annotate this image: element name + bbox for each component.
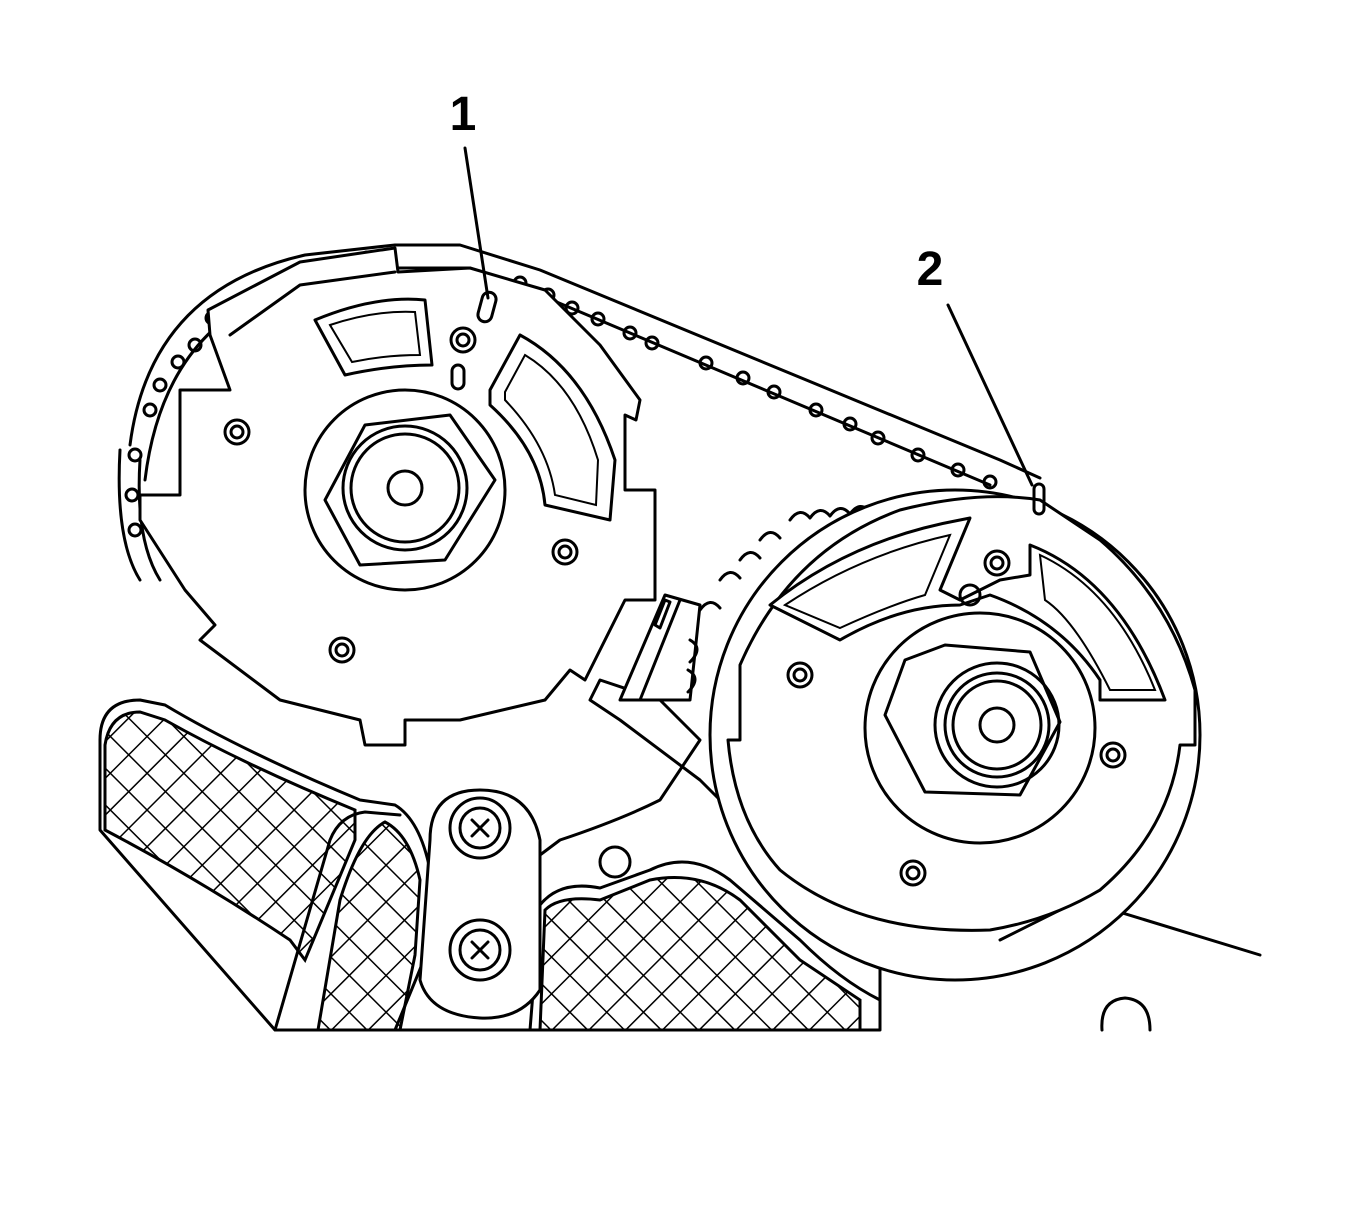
chain-roller: [870, 430, 886, 446]
right-sprocket-hex-nut: [883, 643, 1062, 797]
right-sprocket-center-bore: [978, 706, 1016, 744]
engine-block-housing: [98, 678, 1262, 1032]
chain-roller: [170, 354, 186, 370]
right-bolt-hole: [1099, 741, 1127, 769]
callout-1-leader: [463, 146, 490, 300]
chain-roller: [152, 377, 168, 393]
chain-roller: [910, 447, 926, 463]
chain-roller: [127, 522, 143, 538]
chain-roller: [124, 487, 140, 503]
right-sprocket-window: [768, 516, 1167, 702]
right-camshaft-sprocket: [708, 482, 1202, 982]
left-sprocket-center-bore: [386, 469, 424, 507]
bolt-lower: [448, 918, 512, 982]
chain-guide: [618, 593, 702, 702]
right-bolt-hole: [983, 549, 1011, 577]
bolt-upper: [448, 796, 512, 860]
left-sprocket-bolt-holes: [223, 326, 579, 664]
right-sprocket-bolt-holes: [786, 549, 1127, 887]
hatched-region-center: [316, 820, 422, 1032]
left-bolt-hole: [551, 538, 579, 566]
chain-roller: [698, 355, 714, 371]
left-sprocket-hub-ring: [303, 388, 507, 592]
right-bolt-hole: [899, 859, 927, 887]
timing-mark-2: [1032, 482, 1046, 516]
callout-1-label: 1: [450, 88, 477, 141]
chain-roller: [127, 447, 143, 463]
chain-roller: [622, 325, 638, 341]
right-sprocket-teeth: [686, 505, 872, 694]
chain-roller: [590, 311, 606, 327]
chain-roller: [766, 384, 782, 400]
dowel-pin: [598, 845, 632, 879]
chain-roller: [644, 335, 660, 351]
chain-roller: [808, 402, 824, 418]
callout-1: 1: [450, 88, 490, 300]
left-bolt-hole: [449, 326, 477, 354]
callout-2-label: 2: [917, 243, 944, 296]
chain-roller: [982, 474, 998, 490]
left-camshaft-sprocket: [138, 246, 657, 747]
chain-roller: [187, 337, 203, 353]
left-bolt-hole: [223, 418, 251, 446]
right-bolt-hole: [786, 661, 814, 689]
right-sprocket-hub-ring: [863, 611, 1097, 845]
left-bolt-hole: [328, 636, 356, 664]
chain-roller: [735, 370, 751, 386]
hatched-region-left: [103, 710, 357, 963]
chain-roller: [842, 416, 858, 432]
timing-mark-1: [476, 290, 498, 324]
chain-roller: [142, 402, 158, 418]
hatched-region-right: [538, 876, 862, 1032]
left-sprocket-window-side: [488, 333, 617, 522]
locating-hole: [958, 583, 982, 607]
callout-2-leader: [946, 303, 1034, 487]
chain-roller: [950, 462, 966, 478]
chain-roller: [564, 300, 580, 316]
callout-2: 2: [917, 243, 1034, 487]
